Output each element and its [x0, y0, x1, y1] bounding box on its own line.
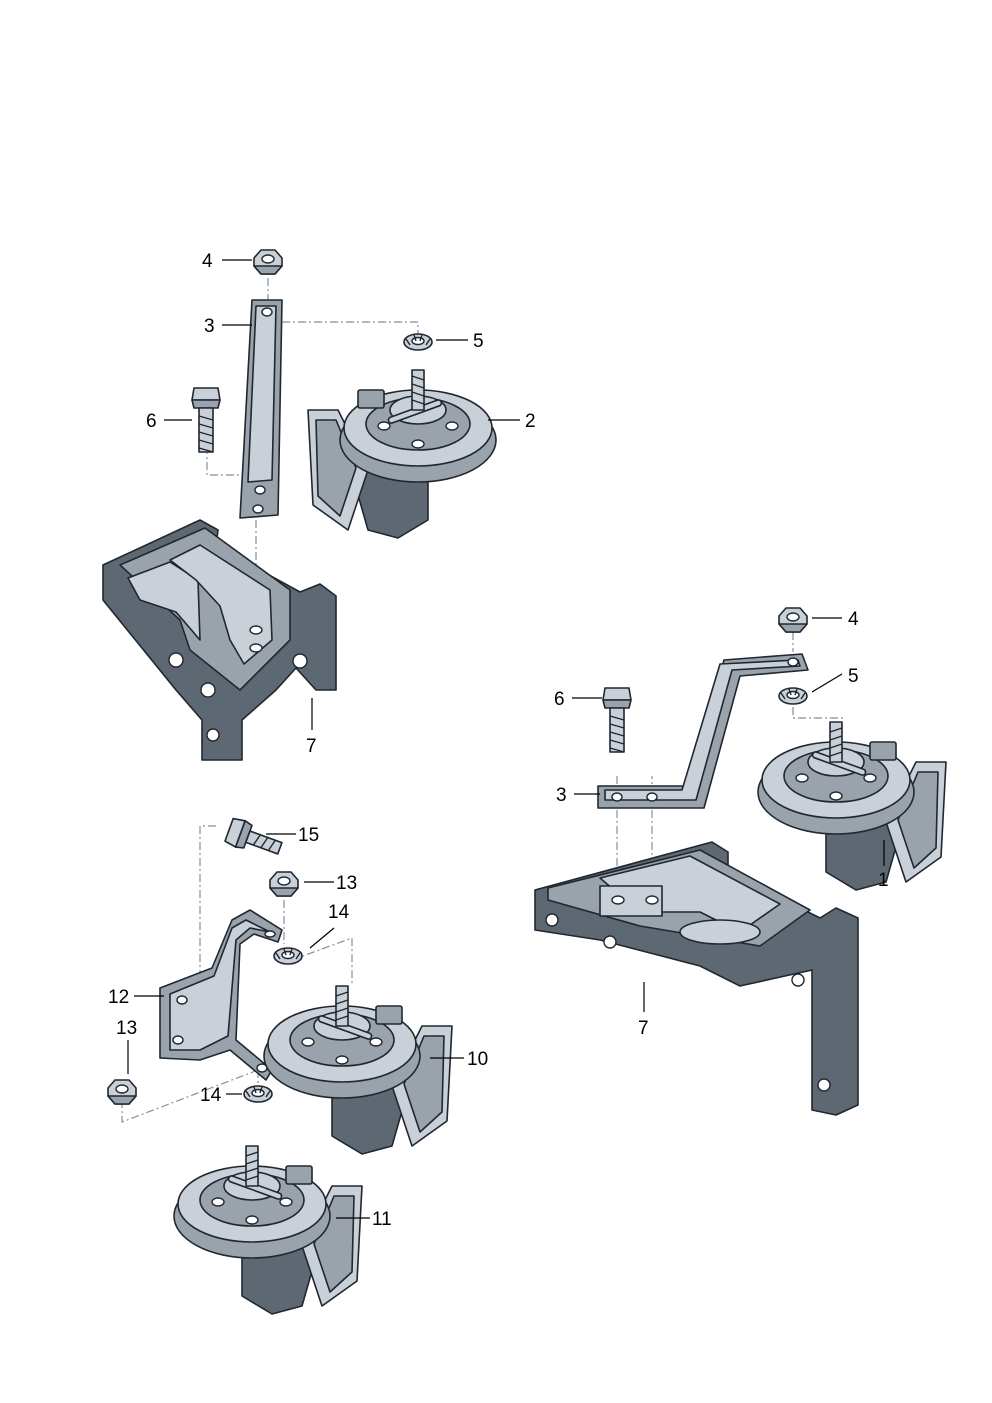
callout-13: 13 [116, 1018, 137, 1039]
hex-bolt-icon [191, 387, 221, 453]
left-assembly: 4 3 5 6 2 7 [102, 249, 536, 761]
lock-washer-icon [273, 947, 303, 965]
callout-14: 14 [328, 902, 350, 923]
lock-washer-icon [778, 687, 808, 705]
callout-2: 2 [525, 411, 536, 432]
horn-icon [173, 1145, 363, 1315]
hex-nut-icon [269, 871, 299, 897]
callout-6: 6 [554, 689, 565, 710]
hex-bolt-icon [602, 687, 632, 753]
hex-nut-icon [253, 249, 283, 275]
hex-bolt-icon [224, 817, 283, 855]
callout-15: 15 [298, 825, 319, 846]
lock-washer-icon [243, 1085, 273, 1103]
callout-13: 13 [336, 873, 357, 894]
callout-4: 4 [848, 609, 859, 630]
callout-10: 10 [467, 1049, 488, 1070]
callout-11: 11 [372, 1209, 392, 1230]
callout-3: 3 [204, 316, 215, 337]
carrier-icon [102, 519, 337, 761]
horn-icon [263, 985, 453, 1155]
carrier-icon [534, 841, 859, 1116]
callout-6: 6 [146, 411, 157, 432]
callout-5: 5 [473, 331, 484, 352]
bracket-icon [159, 909, 283, 1081]
callout-14: 14 [200, 1085, 222, 1106]
hex-nut-icon [107, 1079, 137, 1105]
callout-7: 7 [306, 736, 317, 757]
callout-3: 3 [556, 785, 567, 806]
callout-1: 1 [878, 870, 889, 891]
horn-icon [757, 721, 947, 891]
bottom-assembly: 15 13 14 12 13 10 14 11 [107, 817, 488, 1315]
callout-7: 7 [638, 1018, 649, 1039]
callout-4: 4 [202, 251, 213, 272]
right-assembly: 4 5 6 3 1 7 [534, 607, 947, 1116]
hex-nut-icon [778, 607, 808, 633]
lock-washer-icon [403, 333, 433, 351]
callout-12: 12 [108, 987, 129, 1008]
bracket-icon [597, 653, 809, 809]
horn-icon [307, 369, 497, 539]
bracket-icon [239, 299, 283, 519]
callout-5: 5 [848, 666, 859, 687]
